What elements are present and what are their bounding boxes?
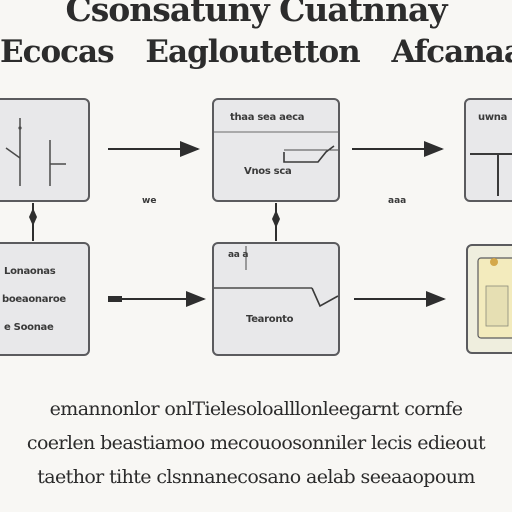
title-line-2: Ecocas Eagloutetton Afcanaal (0, 34, 512, 70)
arrow-label-left: we (142, 196, 157, 206)
paragraph-line-1: emannonlor onlTielesoloalllonleegarnt co… (49, 398, 463, 420)
paragraph-line-2: coerlen beastiamoo mecouoosonniler lecis… (26, 432, 486, 454)
vertical-connector-middle-diamond (272, 210, 280, 228)
box-mid-left-line-1: Lonaonas (4, 266, 56, 277)
arrow-label-right: aaa (388, 196, 407, 206)
box-mid-left-line-3: e Soonae (4, 322, 54, 333)
box-mid-right (466, 244, 512, 354)
box-mid-left: Lonaonas boeaonaroe e Soonae (0, 242, 90, 356)
box-top-right: uwna (464, 98, 512, 202)
box-mid-left-line-2: boeaonaroe (2, 294, 66, 305)
paragraph-line-3: taethor tihte clsnnanecosano aelab seeaa… (37, 466, 475, 488)
box-mid-middle-label-mid: Tearonto (246, 314, 294, 325)
title-line-1: Csonsatuny Cuatnnay (65, 0, 447, 29)
box-top-right-label: uwna (478, 112, 508, 123)
box-top-middle-label-mid: Vnos sca (244, 166, 292, 177)
box-mid-middle: aa a Tearonto (212, 242, 340, 356)
box-top-middle-label-top: thaa sea aeca (230, 112, 305, 123)
box-top-left (0, 98, 90, 202)
box-top-middle: thaa sea aeca Vnos sca (212, 98, 340, 202)
vertical-connector-left-diamond (29, 208, 37, 226)
box-mid-middle-label-top: aa a (228, 250, 249, 260)
arrow-mid-1-tail (108, 296, 122, 302)
